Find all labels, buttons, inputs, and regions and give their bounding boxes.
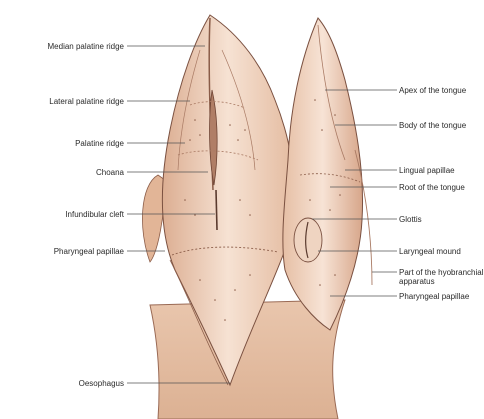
label-apex-of-the-tongue: Apex of the tongue (399, 86, 466, 95)
label-choana: Choana (96, 168, 124, 177)
label-root-of-the-tongue: Root of the tongue (399, 183, 465, 192)
infundibular-cleft-line (216, 190, 217, 230)
label-glottis: Glottis (399, 215, 422, 224)
left-lateral-lobe (142, 175, 165, 262)
label-lateral-palatine-ridge: Lateral palatine ridge (49, 97, 124, 106)
label-pharyngeal-papillae-left: Pharyngeal papillae (54, 247, 124, 256)
label-hyobranchial-line2: apparatus (399, 277, 435, 286)
label-hyobranchial-line1: Part of the hyobranchial (399, 268, 484, 277)
label-palatine-ridge: Palatine ridge (75, 139, 124, 148)
label-body-of-the-tongue: Body of the tongue (399, 121, 466, 130)
label-oesophagus: Oesophagus (79, 379, 124, 388)
label-infundibular-cleft: Infundibular cleft (65, 210, 124, 219)
label-pharyngeal-papillae-right: Pharyngeal papillae (399, 292, 469, 301)
label-lingual-papillae: Lingual papillae (399, 166, 455, 175)
label-median-palatine-ridge: Median palatine ridge (48, 42, 125, 51)
label-laryngeal-mound: Laryngeal mound (399, 247, 461, 256)
